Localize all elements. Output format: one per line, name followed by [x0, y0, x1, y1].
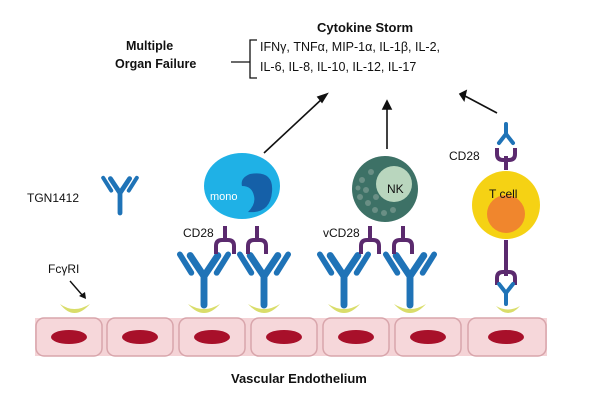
- fc-receptors: [60, 304, 520, 313]
- cytokine-bracket: [231, 39, 257, 79]
- vascular-endothelium-label: Vascular Endothelium: [231, 371, 367, 386]
- fcr-pointer-arrow: [69, 280, 86, 299]
- tgn1412-label: TGN1412: [27, 191, 80, 205]
- nk-cell: [352, 156, 418, 222]
- tgn1412-antibody: [103, 178, 137, 213]
- monocyte: [204, 153, 280, 219]
- cytokine-list-line-2: IL-6, IL-8, IL-10, IL-12, IL-17: [260, 60, 417, 74]
- bound-antibodies: [180, 254, 434, 305]
- cytokine-list-line-1: IFNγ, TNFα, MIP-1α, IL-1β, IL-2,: [260, 40, 440, 54]
- t-cell: [472, 122, 540, 306]
- organ-failure-line-1: Multiple: [126, 39, 174, 53]
- cytokine-arrows: [263, 89, 498, 154]
- nk-label: NK: [387, 182, 404, 196]
- organ-failure-line-2: Organ Failure: [115, 57, 197, 71]
- mono-label: mono: [210, 191, 238, 203]
- cd28-left-label: CD28: [183, 226, 214, 240]
- cd28-receptors: [214, 224, 414, 256]
- endothelial-nuclei: [51, 330, 524, 344]
- t-cell-label: T cell: [489, 187, 518, 201]
- cd28-right-label: CD28: [449, 149, 480, 163]
- cytokine-storm-title: Cytokine Storm: [317, 20, 414, 35]
- vcd28-label: vCD28: [323, 226, 360, 240]
- fcr-label: FcγRI: [48, 262, 80, 276]
- vascular-endothelium: [35, 317, 547, 357]
